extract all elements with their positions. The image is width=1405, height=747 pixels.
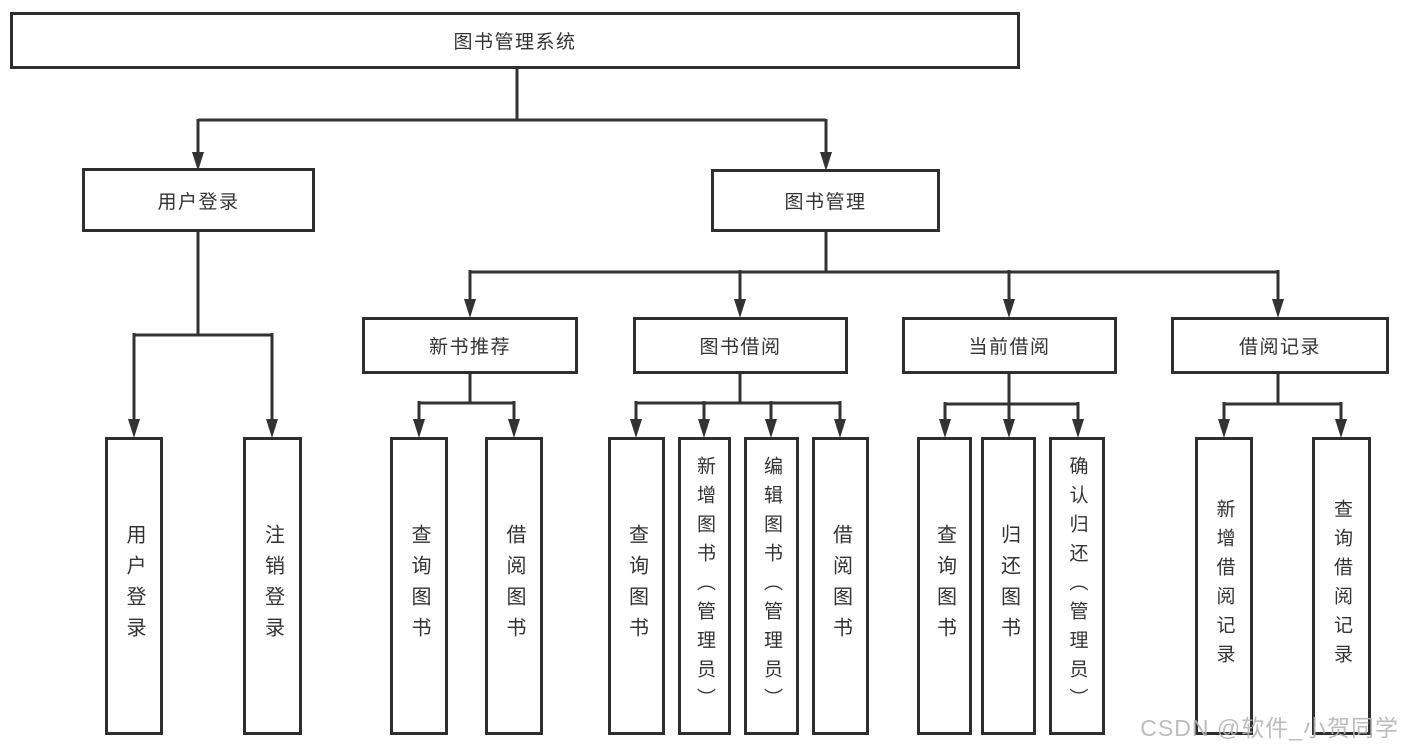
leaf-confirm-return-admin: 确认归还（管理员）	[1049, 437, 1105, 735]
leaf-borrow-books-borrowing: 借阅图书	[812, 437, 869, 735]
csdn-watermark: CSDN @软件_小贺同学	[1140, 715, 1399, 741]
node-library-management-system: 图书管理系统	[10, 12, 1020, 69]
leaf-borrow-books-recommendation: 借阅图书	[485, 437, 543, 735]
leaf-query-books-borrowing: 查询图书	[608, 437, 665, 735]
leaf-user-login: 用户登录	[105, 437, 163, 735]
arrowheads	[128, 152, 1347, 438]
node-current-borrowing: 当前借阅	[902, 317, 1117, 374]
leaf-return-book: 归还图书	[981, 437, 1036, 735]
leaf-query-borrowing-record: 查询借阅记录	[1312, 437, 1371, 735]
node-user-login: 用户登录	[82, 168, 315, 232]
node-book-management: 图书管理	[711, 169, 940, 232]
node-new-book-recommendation: 新书推荐	[362, 317, 578, 374]
leaf-add-borrowing-record: 新增借阅记录	[1195, 437, 1253, 735]
leaf-add-book-admin: 新增图书（管理员）	[678, 437, 731, 735]
leaf-logout: 注销登录	[243, 437, 302, 735]
leaf-query-books-recommendation: 查询图书	[390, 437, 448, 735]
leaf-query-books-current: 查询图书	[917, 437, 972, 735]
node-book-borrowing: 图书借阅	[633, 317, 848, 374]
leaf-edit-book-admin: 编辑图书（管理员）	[744, 437, 799, 735]
node-borrowing-records: 借阅记录	[1171, 317, 1389, 374]
